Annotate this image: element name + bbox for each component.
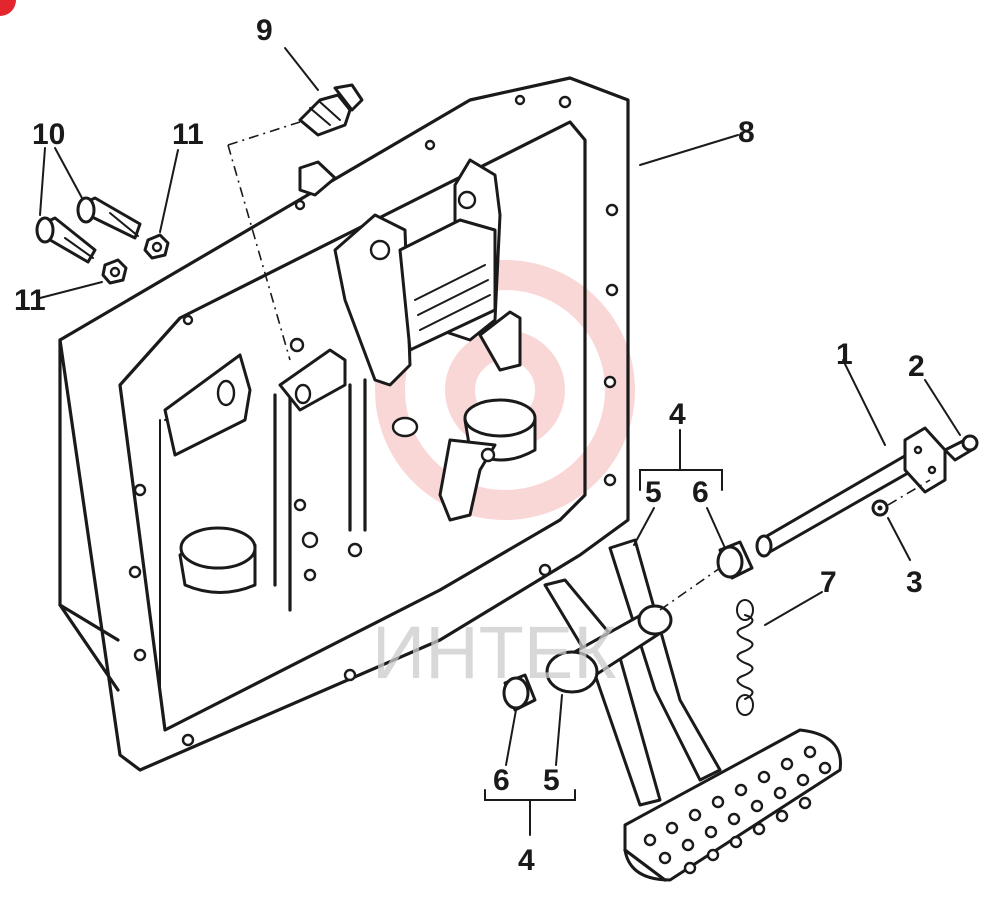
callout-4-bottom: 4 bbox=[518, 844, 535, 877]
callout-7: 7 bbox=[820, 566, 837, 599]
nuts-part-11 bbox=[101, 233, 170, 285]
callout-6-bottom: 6 bbox=[493, 764, 510, 797]
callout-1: 1 bbox=[836, 338, 853, 371]
callout-5-bottom: 5 bbox=[543, 764, 560, 797]
leader-lines bbox=[39, 47, 961, 836]
spring-part-7 bbox=[736, 599, 754, 716]
callout-11-left: 11 bbox=[14, 284, 46, 317]
callout-2: 2 bbox=[908, 350, 925, 383]
bolt-part-2 bbox=[943, 434, 979, 462]
callout-6-top: 6 bbox=[692, 476, 709, 509]
housing-plate bbox=[58, 76, 630, 772]
bolts-part-10 bbox=[35, 196, 142, 264]
callout-10: 10 bbox=[32, 118, 65, 151]
switch-part-9 bbox=[227, 83, 364, 361]
washer-part-3 bbox=[871, 479, 931, 517]
callout-9: 9 bbox=[256, 14, 273, 47]
corner-mark bbox=[0, 0, 16, 16]
brake-pedal-assembly bbox=[502, 538, 842, 882]
callout-4-top: 4 bbox=[669, 398, 686, 431]
callout-3: 3 bbox=[906, 566, 923, 599]
pedal-shaft-part-1 bbox=[755, 426, 947, 558]
callout-5-top: 5 bbox=[645, 476, 662, 509]
tread-pattern bbox=[643, 745, 832, 875]
watermark-text: ИНТЕК bbox=[372, 611, 616, 694]
callout-8: 8 bbox=[738, 116, 755, 149]
callout-11-top: 11 bbox=[172, 118, 204, 151]
